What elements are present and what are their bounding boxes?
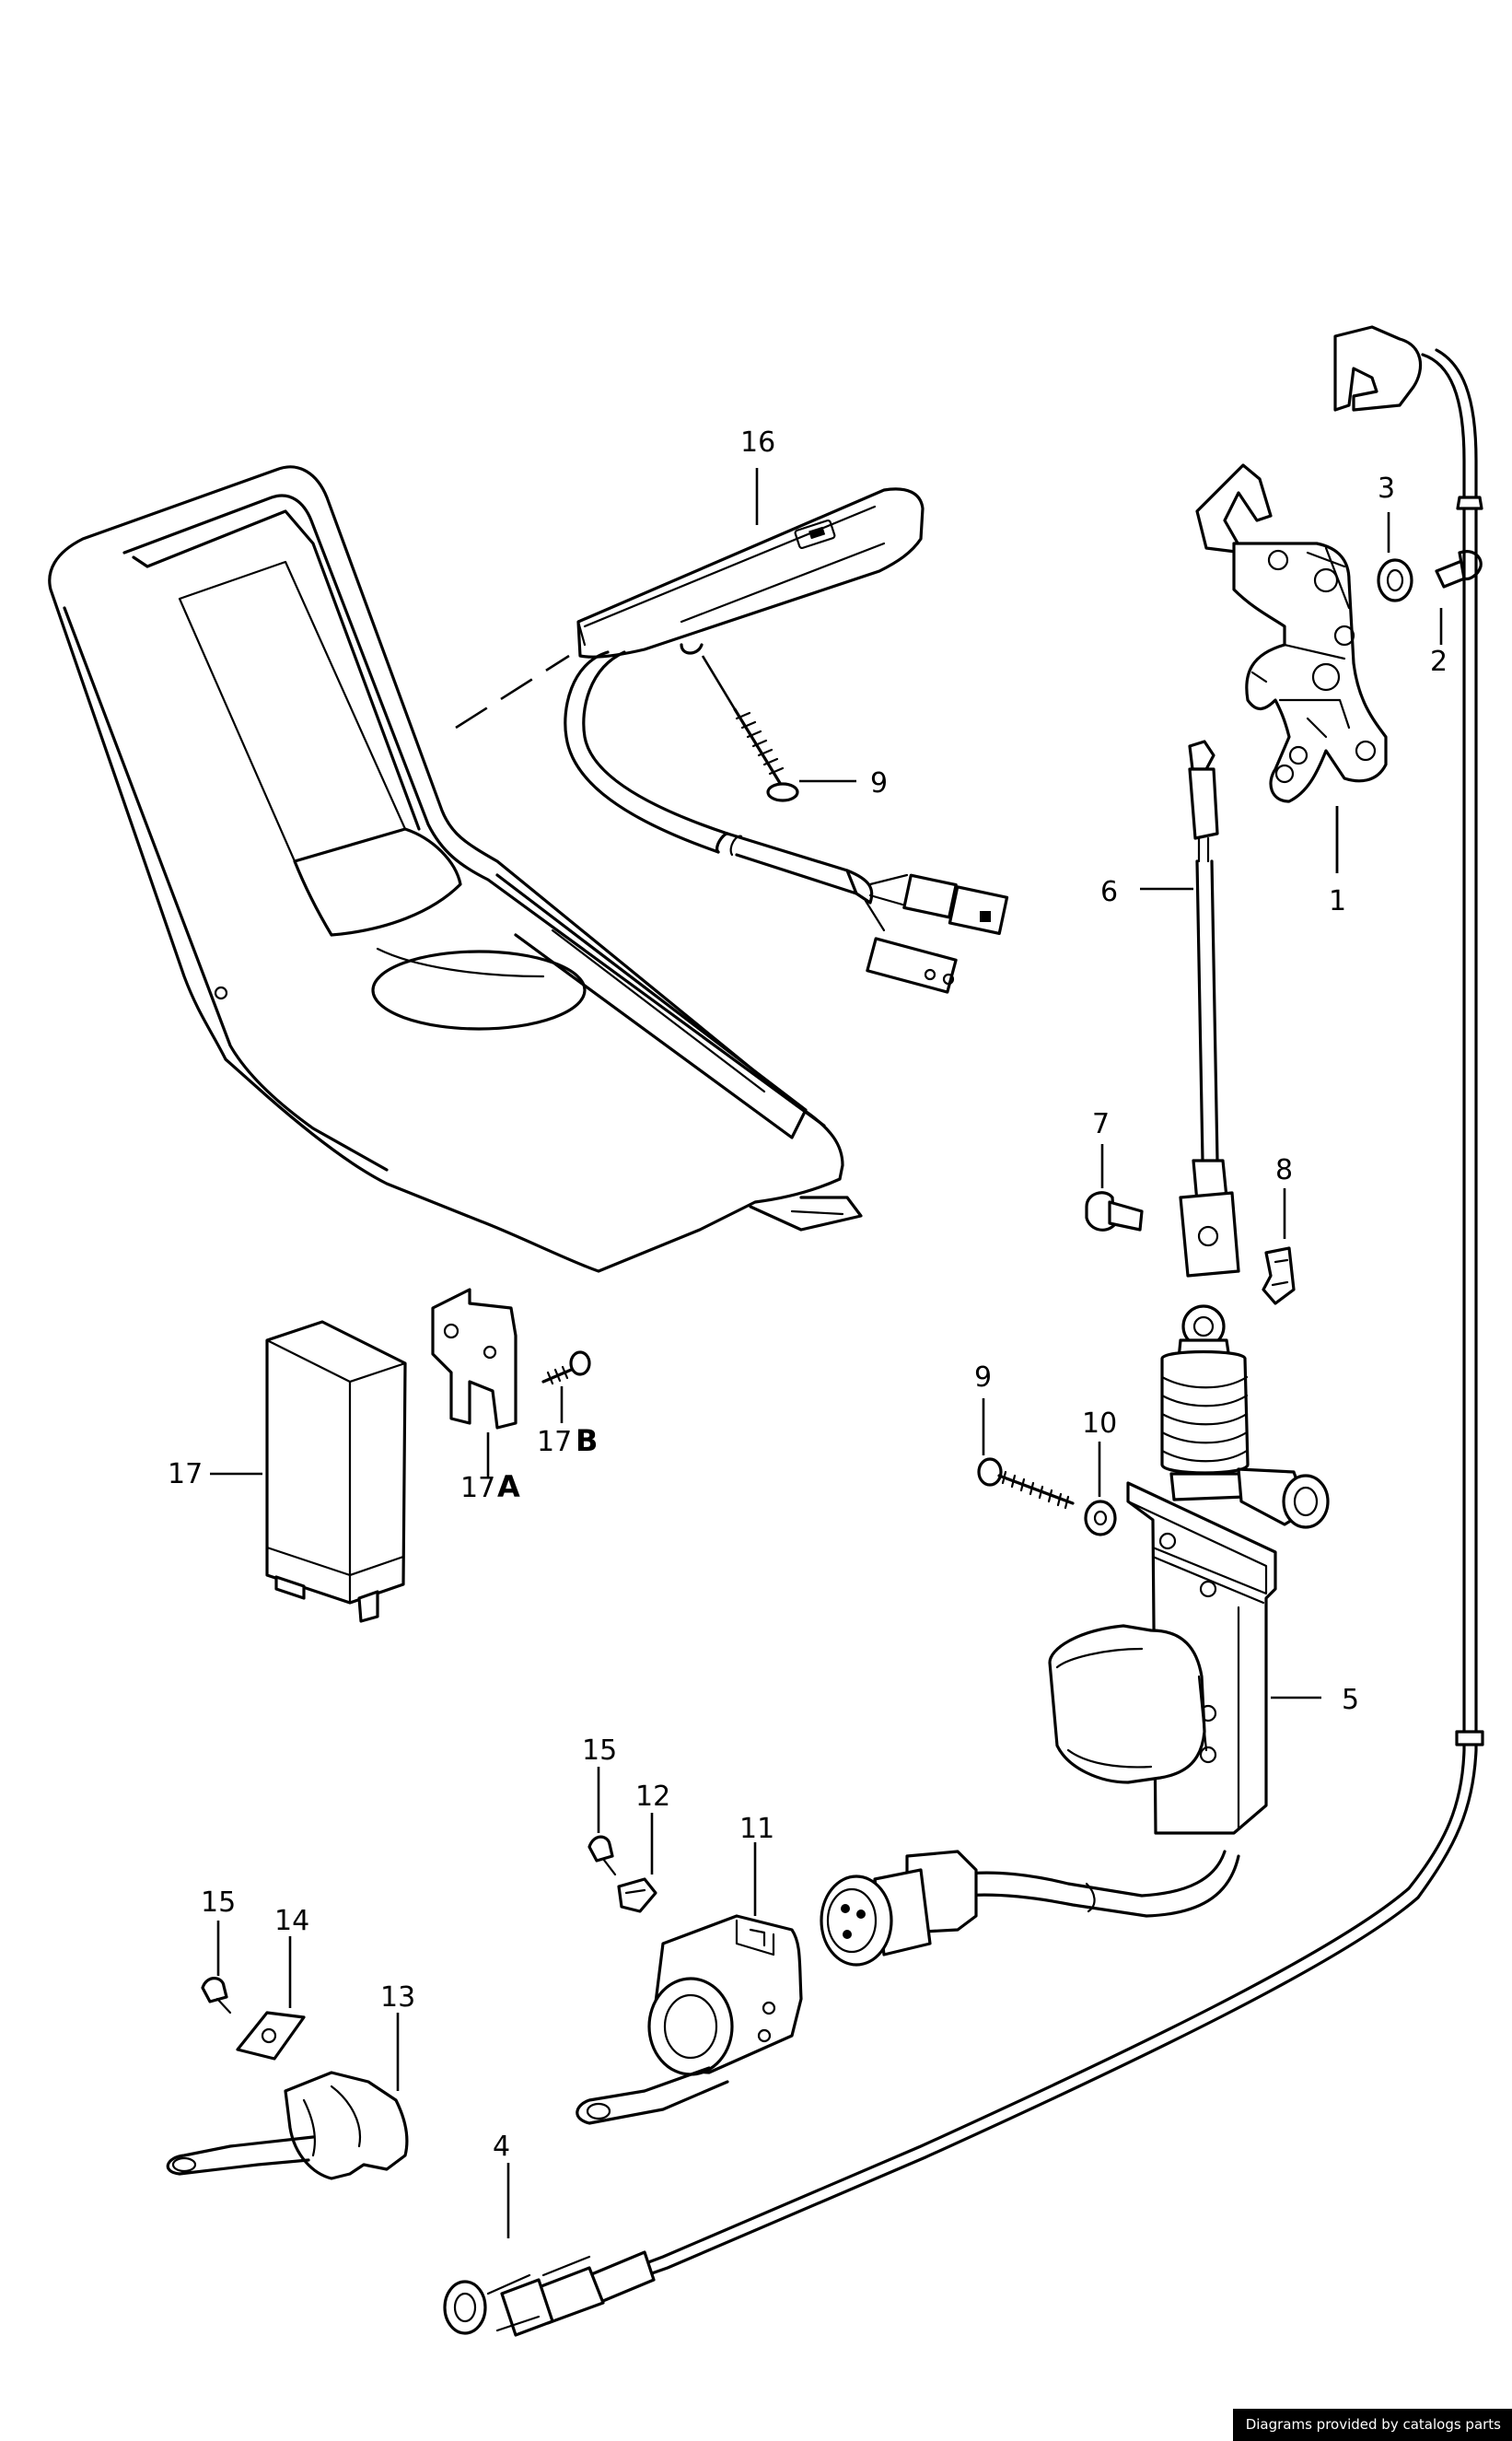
callout-2: 2 <box>1430 646 1448 678</box>
actuator-5 <box>1048 1304 1330 1835</box>
callout-17a-number: 17 <box>460 1472 495 1504</box>
callout-5: 5 <box>1342 1684 1359 1716</box>
screw-7 <box>1085 1191 1144 1232</box>
callout-7: 7 <box>1092 1108 1110 1140</box>
screw-9-lower <box>977 1457 1075 1510</box>
callout-11: 11 <box>739 1813 774 1845</box>
callout-3: 3 <box>1378 473 1395 505</box>
bracket-13 <box>166 2071 409 2180</box>
callout-13: 13 <box>380 1981 415 2014</box>
callout-10: 10 <box>1082 1407 1117 1440</box>
callout-17: 17 <box>168 1458 203 1490</box>
callout-14: 14 <box>274 1905 309 1937</box>
callout-17b-letter: B <box>576 1423 598 1458</box>
cable-4 <box>443 325 1484 2337</box>
callout-17a-letter: A <box>497 1469 520 1504</box>
clip-8 <box>1262 1246 1296 1305</box>
callout-8: 8 <box>1275 1154 1293 1186</box>
screw-15-upper <box>587 1835 617 1876</box>
washer-10 <box>1084 1500 1117 1536</box>
callout-4: 4 <box>493 2131 510 2163</box>
callout-9-lower: 9 <box>974 1361 992 1394</box>
diagram-credit: Diagrams provided by catalogs parts <box>1232 2409 1512 2441</box>
connector-plug <box>820 1850 1240 1967</box>
clip-12 <box>617 1877 657 1913</box>
callout-15-lower: 15 <box>201 1886 236 1919</box>
callout-16: 16 <box>740 426 775 459</box>
washer-3 <box>1377 558 1413 602</box>
bracket-17a <box>431 1288 518 1430</box>
callout-17b-number: 17 <box>537 1426 572 1458</box>
screw-9-upper <box>733 707 799 802</box>
plate-14 <box>236 2011 306 2061</box>
screw-2 <box>1435 550 1483 589</box>
callout-12: 12 <box>635 1781 670 1813</box>
callout-1: 1 <box>1329 885 1346 917</box>
control-unit-16 <box>564 487 1009 994</box>
callout-6: 6 <box>1100 876 1118 908</box>
center-console <box>48 465 863 1273</box>
callout-9-upper: 9 <box>870 767 888 800</box>
screw-15-lower <box>201 1977 232 2015</box>
screw-17b <box>541 1350 591 1385</box>
relay-box-17 <box>265 1320 407 1623</box>
housing-11 <box>576 1914 803 2125</box>
lock-mechanism-1 <box>1195 463 1388 803</box>
callout-15-upper: 15 <box>582 1734 617 1767</box>
rod-6 <box>1179 740 1240 1278</box>
